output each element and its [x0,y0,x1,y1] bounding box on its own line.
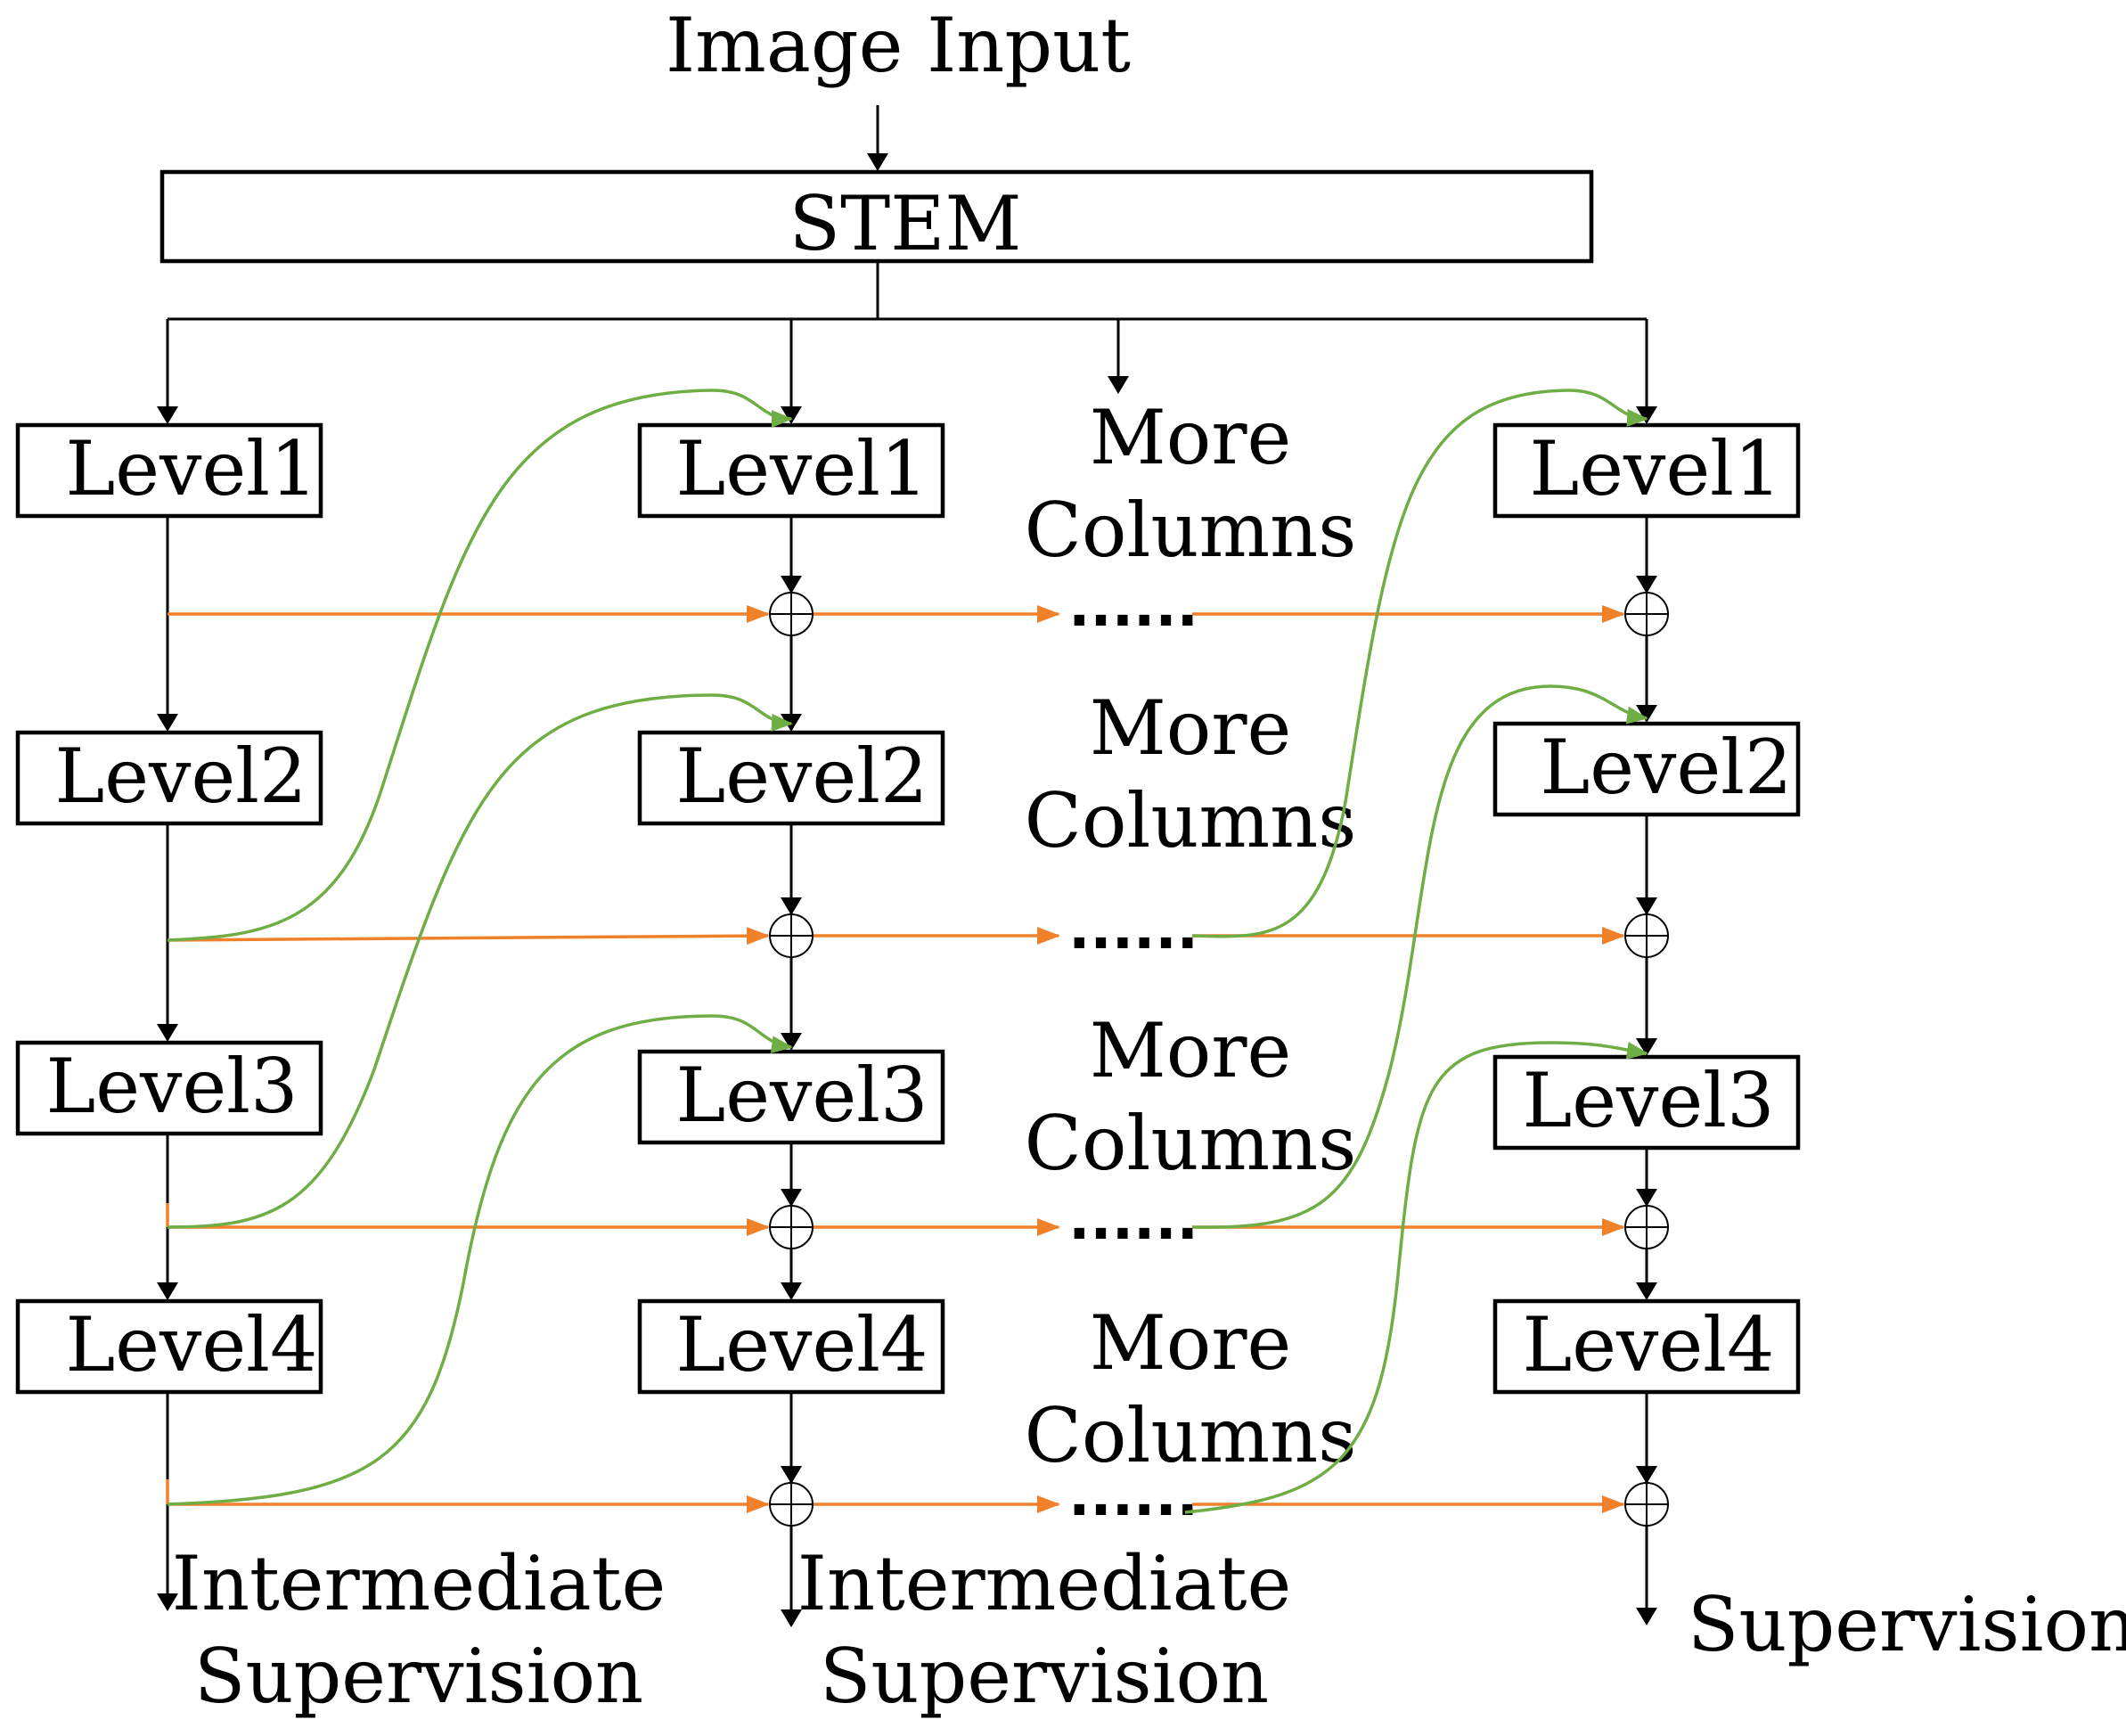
col1-level2-label: Level2 [55,733,307,820]
col1-output-line2: Supervision [194,1633,643,1720]
collast-level3-box [1492,1054,1801,1151]
sum-node-icon [769,592,814,636]
col1-level4-box [15,1298,323,1395]
more-columns-1-line1: More [1090,394,1291,481]
sum-nodes [769,592,1669,1527]
col2-level2-label: Level2 [676,733,928,820]
col1-output-line1: Intermediate [172,1540,666,1627]
sum-node-icon [1624,592,1669,636]
col1-level1-box [15,422,323,519]
sum-node-icon [1624,1482,1669,1527]
ellipsis-row3: ...... [1068,1187,1198,1253]
ellipsis-row1: ...... [1068,574,1198,640]
image-input-label: Image Input [666,2,1131,89]
col2-level2-box [637,730,945,826]
cross-col1-row2-to-col2-level1 [167,389,793,942]
col2-level3-label: Level3 [676,1052,928,1139]
column-last: Level1 Level2 Level3 Level4 Supervision [1492,422,2126,1668]
col2-output-line1: Intermediate [797,1540,1291,1627]
sum-node-icon [769,913,814,958]
more-columns-4-line2: Columns [1025,1392,1357,1479]
stem-box [159,169,1594,264]
more-columns-2-line1: More [1090,684,1291,772]
column-2: Level1 Level2 Level3 Level4 Intermediate… [637,422,1291,1720]
cross-more-row3-to-last-level2 [1191,684,1648,1229]
more-columns-1-line2: Columns [1025,487,1357,574]
collast-level4-box [1492,1298,1801,1395]
more-columns-3-line1: More [1090,1007,1291,1094]
more-columns-group: More Columns More Columns More Columns M… [1025,394,1357,1529]
sum-node-icon [1624,913,1669,958]
collast-level4-label: Level4 [1523,1301,1775,1388]
column-1: Level1 Level2 Level3 Level4 Intermediate… [15,422,666,1720]
cross-connections [167,389,1648,1514]
more-columns-2-line2: Columns [1025,777,1357,864]
col2-level4-label: Level4 [676,1301,928,1388]
final-supervision-label: Supervision [1688,1581,2126,1668]
sum-node-icon [1624,1205,1669,1249]
collast-level3-label: Level3 [1523,1057,1775,1144]
col1-level4-label: Level4 [66,1301,318,1388]
col1-level2-box [15,730,323,826]
col1-level1-label: Level1 [66,425,318,512]
cross-more-row2-to-last-level1 [1191,389,1648,938]
cross-col1-row3-to-col2-level2 [167,693,793,1229]
collast-level2-label: Level2 [1541,724,1793,811]
more-columns-4-line1: More [1090,1299,1291,1387]
collast-level2-box [1492,721,1801,817]
lateral-connections [166,605,1625,1513]
sum-node-icon [769,1205,814,1249]
more-columns-3-line2: Columns [1025,1100,1357,1187]
col1-level3-label: Level3 [46,1043,298,1130]
ellipsis-row2: ...... [1068,897,1198,962]
col1-level3-box [15,1040,323,1136]
col2-level3-box [637,1049,945,1145]
col2-output-line2: Supervision [820,1633,1269,1720]
cross-col1-row4-to-col2-level3 [167,1014,793,1506]
sum-node-icon [769,1482,814,1527]
ellipsis-row4: ...... [1068,1463,1198,1529]
col2-level4-box [637,1298,945,1395]
col2-level1-label: Level1 [676,425,928,512]
lateral-row2-a [167,927,770,946]
collast-level1-label: Level1 [1530,425,1782,512]
cross-more-row4-to-last-level3 [1184,1041,1648,1514]
collast-level1-box [1492,422,1801,519]
stem-label: STEM [789,180,1022,267]
